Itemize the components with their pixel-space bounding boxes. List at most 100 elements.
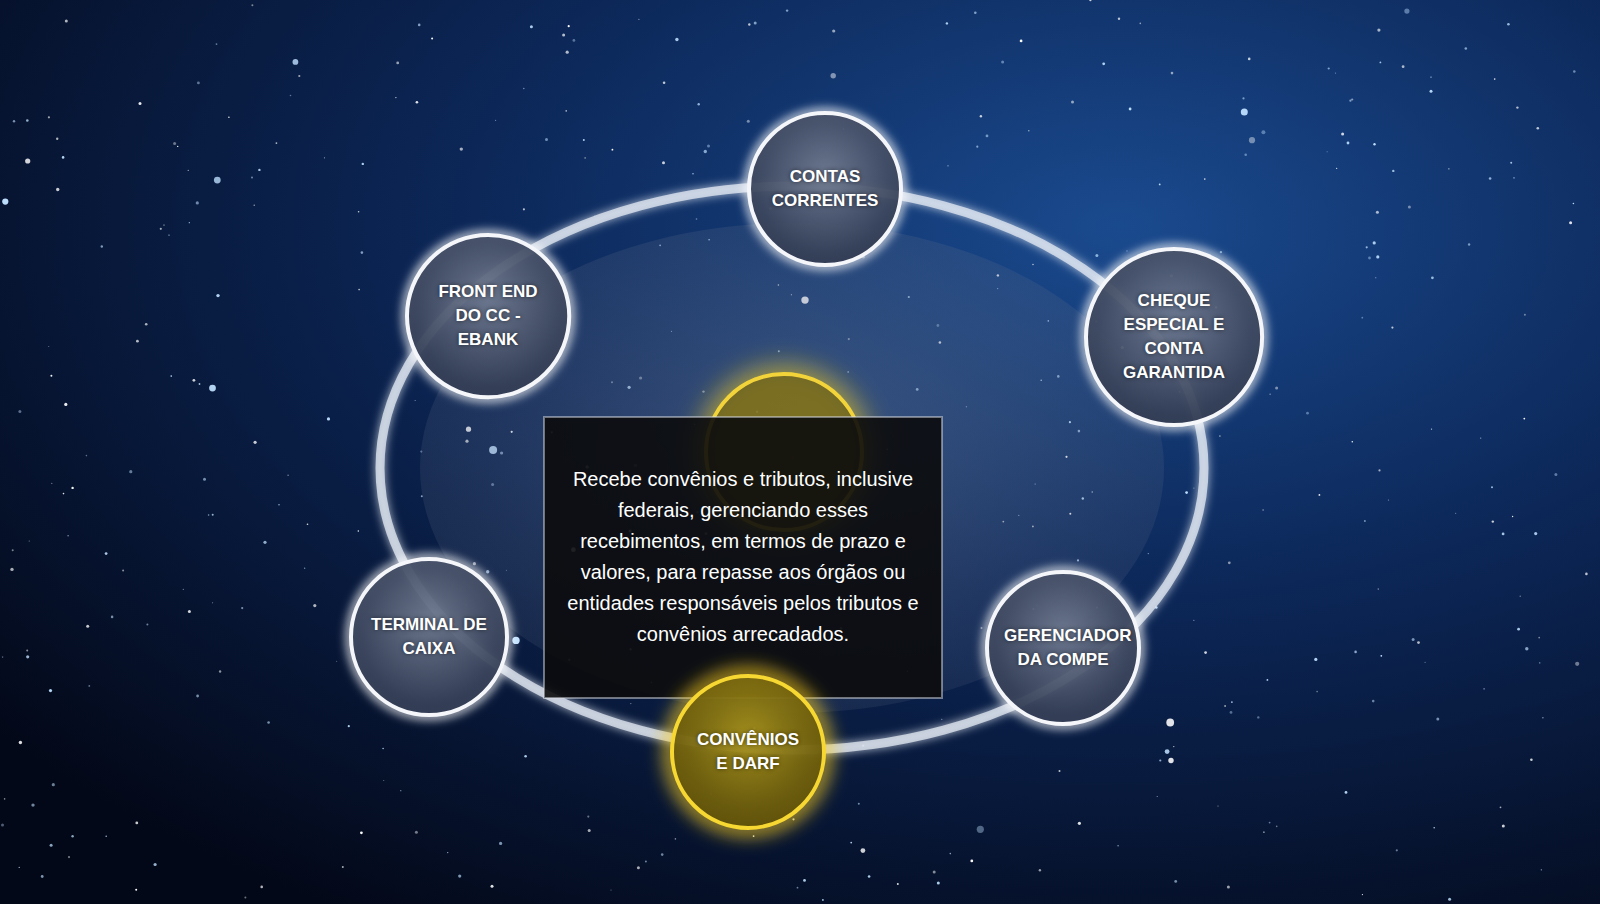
- star: [26, 119, 29, 122]
- star: [523, 88, 525, 90]
- star: [336, 661, 337, 662]
- star: [1028, 130, 1030, 132]
- star: [566, 51, 569, 54]
- star: [698, 103, 700, 105]
- star: [1404, 9, 1409, 14]
- star: [1465, 47, 1468, 50]
- star: [260, 886, 263, 889]
- star: [1392, 170, 1394, 172]
- star: [71, 487, 73, 489]
- description-box: Recebe convênios e tributos, inclusive f…: [543, 416, 943, 699]
- star: [588, 829, 591, 832]
- star: [212, 602, 213, 603]
- star: [530, 25, 533, 28]
- star: [976, 146, 978, 148]
- star: [1430, 76, 1431, 77]
- star: [13, 120, 15, 122]
- star: [1248, 58, 1251, 61]
- star: [64, 403, 67, 406]
- star: [327, 417, 330, 420]
- star: [51, 483, 52, 484]
- inner-disc: [420, 223, 1164, 713]
- star: [1502, 824, 1505, 827]
- star: [254, 441, 257, 444]
- star: [499, 842, 502, 845]
- star: [1276, 826, 1278, 828]
- star: [460, 147, 463, 150]
- circle-fill: [987, 572, 1139, 724]
- star: [675, 38, 678, 41]
- star: [49, 689, 52, 692]
- star: [313, 604, 316, 607]
- star: [1314, 658, 1317, 661]
- star: [209, 385, 216, 392]
- star: [188, 610, 191, 613]
- star: [1193, 620, 1194, 621]
- star: [400, 790, 401, 791]
- star: [1378, 588, 1380, 590]
- module-label: FRONT END DO CC - EBANK: [429, 280, 547, 352]
- star: [254, 205, 255, 206]
- node-outline: [668, 672, 828, 832]
- star: [1517, 628, 1520, 631]
- star: [832, 29, 835, 32]
- star: [1306, 412, 1309, 415]
- star: [1412, 638, 1415, 641]
- star: [645, 860, 647, 862]
- star: [675, 838, 677, 840]
- star: [583, 139, 585, 141]
- star: [212, 514, 214, 516]
- star: [1263, 831, 1265, 833]
- star: [290, 95, 292, 97]
- star: [1327, 151, 1328, 152]
- star: [41, 875, 44, 878]
- star: [293, 59, 299, 65]
- star: [19, 867, 20, 868]
- star: [1089, 0, 1091, 1]
- star: [1345, 791, 1348, 794]
- circle-glow: [748, 112, 902, 266]
- star: [1431, 276, 1434, 279]
- star: [214, 177, 221, 184]
- star: [1078, 822, 1081, 825]
- star: [1433, 827, 1435, 829]
- circle-glow: [986, 571, 1140, 725]
- star: [86, 455, 88, 457]
- star: [1242, 97, 1244, 99]
- star: [950, 853, 952, 855]
- star: [276, 142, 278, 144]
- star: [1354, 651, 1357, 654]
- star: [263, 541, 266, 544]
- star: [1336, 168, 1337, 169]
- star: [1573, 203, 1575, 205]
- star: [1431, 428, 1432, 429]
- star: [1425, 662, 1426, 663]
- star: [638, 19, 639, 20]
- star: [1059, 770, 1061, 772]
- circle-fill: [672, 676, 824, 828]
- star: [797, 887, 799, 889]
- star: [941, 719, 942, 720]
- star: [208, 514, 210, 516]
- star: [1270, 394, 1271, 395]
- star: [1530, 758, 1533, 761]
- star: [933, 870, 936, 873]
- star: [1430, 90, 1433, 93]
- star: [1372, 700, 1375, 703]
- star: [258, 169, 260, 171]
- module-label: TERMINAL DE CAIXA: [370, 613, 488, 661]
- star: [1347, 142, 1350, 145]
- star: [62, 156, 65, 159]
- star: [65, 19, 68, 22]
- star: [637, 866, 640, 869]
- star: [1417, 641, 1420, 644]
- star: [1542, 717, 1543, 718]
- star: [946, 22, 948, 24]
- module-label: CONTAS CORRENTES: [766, 165, 884, 213]
- star: [10, 568, 13, 571]
- circle-fill: [1086, 249, 1262, 425]
- star: [1480, 437, 1481, 438]
- star: [48, 116, 50, 118]
- star: [754, 22, 757, 25]
- star: [1159, 759, 1161, 761]
